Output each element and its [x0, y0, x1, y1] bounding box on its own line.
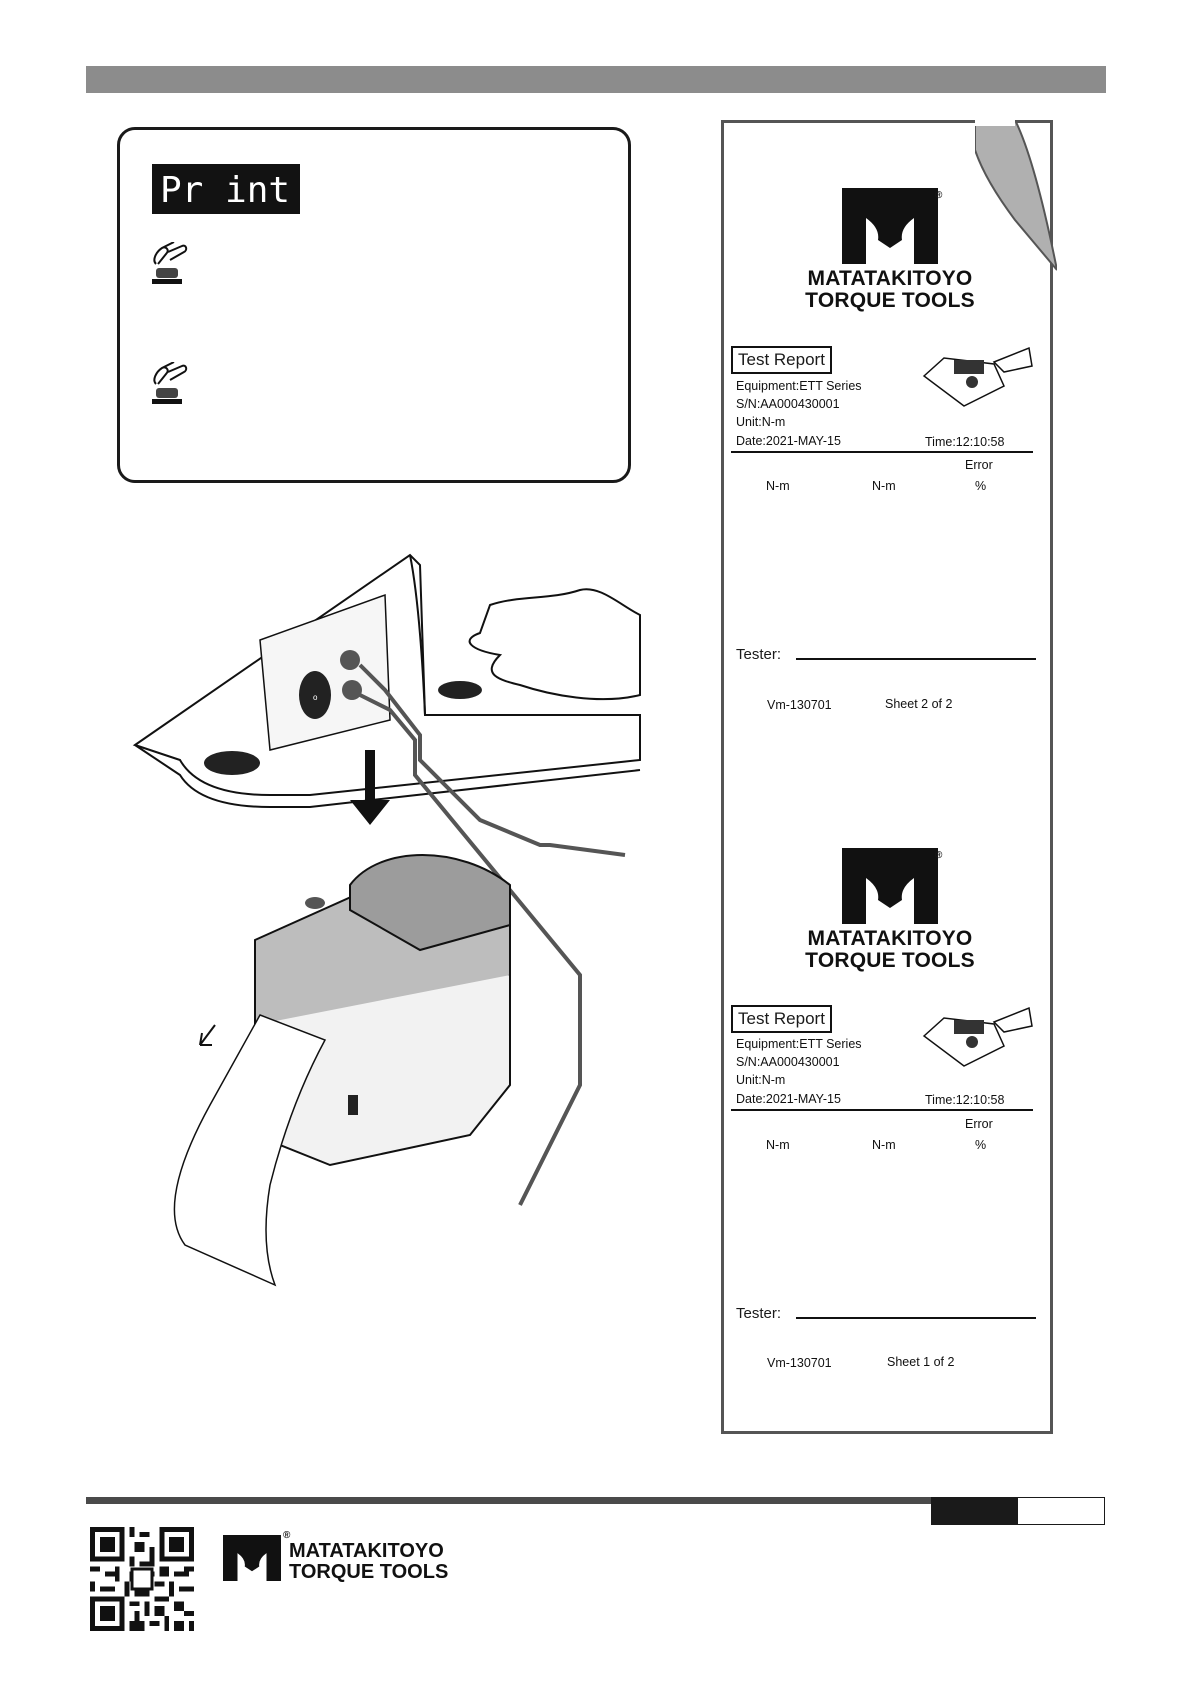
column1-unit: N-m [766, 479, 790, 493]
time-text: Time:12:10:58 [925, 435, 1005, 449]
test-report-title: Test Report [731, 346, 832, 374]
error-label: Error [965, 1117, 993, 1131]
header-bar [86, 66, 1106, 93]
tester-label: Tester: [736, 1305, 782, 1322]
date-text: Date:2021-MAY-15 [736, 1092, 841, 1106]
receipt-divider [731, 1109, 1033, 1111]
page-tab-dark [931, 1497, 1017, 1525]
unit-text: Unit:N-m [736, 1073, 786, 1087]
version-text: Vm-130701 [767, 698, 832, 712]
registered-mark: ® [283, 1530, 291, 1541]
lcd-text: Pr int [160, 170, 290, 211]
receipt-divider [731, 451, 1033, 453]
printer-connection-illustration: o [132, 553, 641, 1287]
receipt-brand-line1: MATATAKITOYO [807, 267, 973, 290]
svg-text:o: o [313, 693, 318, 702]
press-button-icon [152, 362, 188, 404]
torque-tester-icon [922, 1006, 1033, 1067]
lcd-display: Pr int [152, 164, 300, 214]
sheet-text: Sheet 2 of 2 [885, 697, 953, 711]
equipment-text: Equipment:ETT Series [736, 379, 862, 393]
instruction-panel [117, 127, 631, 483]
receipt-brand-line2: TORQUE TOOLS [805, 289, 975, 312]
matatakitoyo-logo-icon [842, 188, 938, 264]
serial-text: S/N:AA000430001 [736, 1055, 840, 1069]
sheet-text: Sheet 1 of 2 [887, 1355, 955, 1369]
time-text: Time:12:10:58 [925, 1093, 1005, 1107]
column2-unit: N-m [872, 479, 896, 493]
matatakitoyo-logo-icon [223, 1535, 281, 1581]
tester-signature-line [796, 1317, 1036, 1319]
column2-unit: N-m [872, 1138, 896, 1152]
footer-logo: ® MATATAKITOYO TORQUE TOOLS [223, 1530, 483, 1590]
page-tab-light [1017, 1497, 1105, 1525]
error-label: Error [965, 458, 993, 472]
test-report-title: Test Report [731, 1005, 832, 1033]
equipment-text: Equipment:ETT Series [736, 1037, 862, 1051]
registered-mark: ® [935, 190, 943, 201]
date-text: Date:2021-MAY-15 [736, 434, 841, 448]
receipt-logo: ® MATATAKITOYO TORQUE TOOLS [784, 848, 996, 974]
unit-text: Unit:N-m [736, 415, 786, 429]
matatakitoyo-logo-icon [842, 848, 938, 924]
tester-label: Tester: [736, 646, 782, 663]
version-text: Vm-130701 [767, 1356, 832, 1370]
receipt-brand-line2: TORQUE TOOLS [805, 949, 975, 972]
receipt-paper [721, 120, 1053, 1434]
column3-unit: % [975, 1138, 987, 1152]
column1-unit: N-m [766, 1138, 790, 1152]
tester-signature-line [796, 658, 1036, 660]
torque-tester-icon [922, 346, 1033, 407]
receipt-logo: ® MATATAKITOYO TORQUE TOOLS [784, 188, 996, 314]
press-button-icon [152, 242, 188, 284]
column3-unit: % [975, 479, 987, 493]
receipt-brand-line1: MATATAKITOYO [807, 927, 973, 950]
paper-curl-corner [975, 120, 1057, 271]
qr-code-icon [90, 1527, 194, 1631]
serial-text: S/N:AA000430001 [736, 397, 840, 411]
footer-brand-line1: MATATAKITOYO [289, 1540, 444, 1562]
footer-brand-line2: TORQUE TOOLS [289, 1561, 449, 1583]
registered-mark: ® [935, 850, 943, 861]
footer-bar [86, 1497, 931, 1504]
